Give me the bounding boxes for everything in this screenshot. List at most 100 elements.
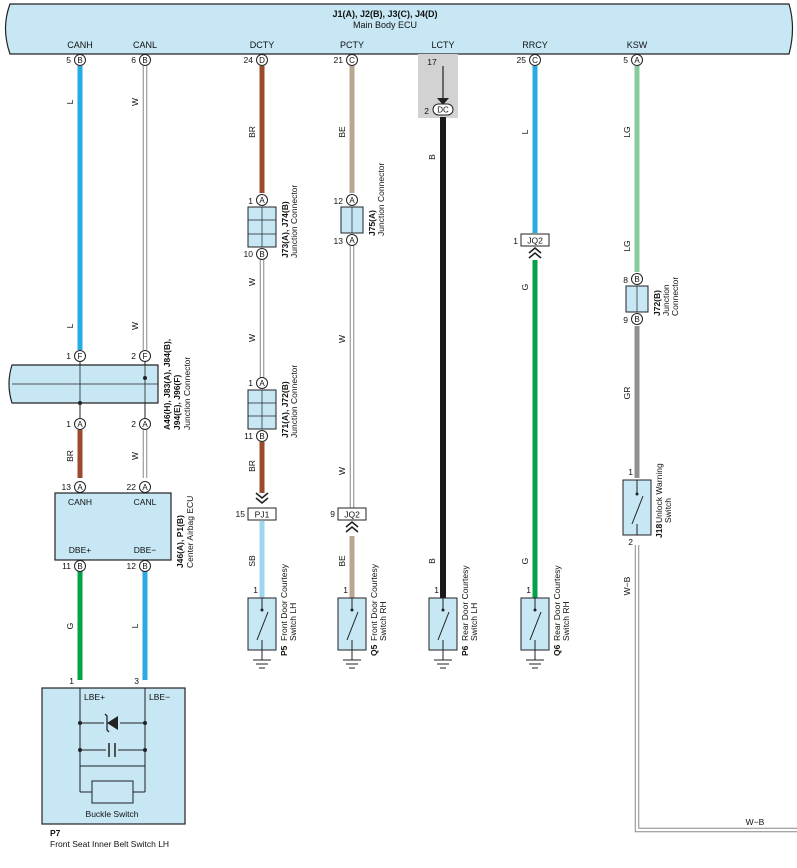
jc-big-pin-bot-h: 1 A — [66, 418, 86, 430]
connector-jq2-mid: 9 JQ2 — [330, 507, 367, 533]
wire-code-dben: L — [130, 623, 140, 628]
wire-code-dcty-3: W — [247, 334, 257, 342]
p6-name-2: Switch LH — [469, 603, 479, 641]
airbag-ecu-box — [54, 492, 172, 561]
signal-rrcy-label: RRCY — [522, 40, 548, 50]
wire-code-pcty-3: W — [337, 467, 347, 475]
pin-conn: D — [259, 56, 265, 65]
pin-number: 1 — [628, 467, 633, 477]
pin-number: 13 — [334, 236, 344, 246]
pin-number: 12 — [334, 196, 344, 206]
pin-number: 15 — [236, 509, 246, 519]
pin-dcty: 24 D — [244, 54, 268, 66]
wire-ksw-ground-core — [635, 545, 797, 832]
j72-name-2: Connector — [670, 277, 680, 316]
pin-pcty: 21 C — [334, 54, 358, 66]
j73-title: J73(A), J74(B) — [280, 201, 290, 258]
pin-canl: 6 B — [131, 54, 151, 66]
signal-canl-label: CANL — [133, 40, 157, 50]
pin-number: 9 — [623, 315, 628, 325]
pin-number: 1 — [513, 236, 518, 246]
switch-p6: 1 — [428, 585, 458, 669]
airbag-pin-dben: 12 B — [127, 560, 151, 572]
junction-connector-a46 — [8, 350, 159, 418]
pin-number: 1 — [248, 196, 253, 206]
wire-code-lcty-2: B — [427, 558, 437, 564]
pin-conn: A — [634, 56, 640, 65]
pin-canh: 5 B — [66, 54, 86, 66]
j71-name: Junction Connector — [289, 365, 299, 438]
pin-number: 1 — [69, 676, 74, 686]
q6-name: Rear Door Courtesy — [552, 565, 562, 641]
pin-lcty: 17 2 DC — [424, 57, 454, 116]
pin-number: 10 — [244, 249, 254, 259]
pin-conn: A — [77, 483, 83, 492]
connector-name: PJ1 — [255, 510, 270, 520]
pin-number: 1 — [253, 585, 258, 595]
jc-big-pin-top-l: 2 F — [131, 350, 151, 362]
pin-number: 1 — [343, 585, 348, 595]
pin-number: 1 — [66, 351, 71, 361]
wire-code-dcty-5: SB — [247, 555, 257, 567]
wire-code-canl-3: W — [130, 452, 140, 460]
pin-conn: A — [142, 483, 148, 492]
pin-conn: A — [259, 196, 265, 205]
connector-pj1: 15 PJ1 — [236, 492, 277, 521]
pin-conn: C — [349, 56, 355, 65]
switch-p5: 1 — [247, 585, 277, 669]
p7-code: P7 — [50, 828, 61, 838]
pin-number: 24 — [244, 55, 254, 65]
j73-pin-top: 1 A — [248, 194, 268, 206]
connector-name: JQ2 — [344, 510, 360, 520]
wire-ksw-ground — [634, 545, 797, 833]
pin-number: 17 — [427, 57, 437, 67]
jc-big-title: A46(H), J83(A), J84(B), — [162, 339, 172, 430]
wire-code-dcty-2: W — [247, 278, 257, 286]
pin-conn: A — [349, 196, 355, 205]
pin-conn: B — [77, 56, 82, 65]
pin-conn: B — [142, 56, 147, 65]
wire-code-dbep: G — [65, 623, 75, 630]
signal-dcty-label: DCTY — [250, 40, 275, 50]
pin-conn: B — [634, 275, 639, 284]
p5-code: P5 — [279, 645, 289, 656]
pin-number: 11 — [244, 431, 253, 441]
pin-number: 3 — [134, 676, 139, 686]
pin-number: 5 — [66, 55, 71, 65]
airbag-canl-label: CANL — [134, 497, 157, 507]
wire-code-lcty: B — [427, 154, 437, 160]
q6-code: Q6 — [552, 644, 562, 656]
q6-name-2: Switch RH — [561, 601, 571, 641]
wire-code-ksw-5: W−B — [746, 817, 765, 827]
pin-number: 21 — [334, 55, 344, 65]
wire-code-ksw-4: W−B — [622, 576, 632, 595]
pin-number: 13 — [62, 482, 72, 492]
pin-conn: C — [532, 56, 538, 65]
signal-lcty-label: LCTY — [431, 40, 454, 50]
pin-number: 1 — [248, 378, 253, 388]
pin-ksw: 5 A — [623, 54, 643, 66]
airbag-name: Center Airbag ECU — [185, 496, 195, 568]
pin-conn: B — [634, 315, 639, 324]
junction-connector-j71 — [247, 389, 277, 430]
pin-number: 6 — [131, 55, 136, 65]
ecu-title: J1(A), J2(B), J3(C), J4(D) — [332, 9, 437, 19]
wire-code-rrcy: L — [520, 129, 530, 134]
switch-q5: 1 — [337, 585, 367, 669]
switch-q6: 1 — [520, 585, 550, 669]
pin-conn: B — [77, 562, 82, 571]
j75-pin-top: 12 A — [334, 194, 358, 206]
pin-conn: F — [78, 352, 83, 361]
j71-pin-bot: 11 B — [244, 430, 268, 442]
ecu-name: Main Body ECU — [353, 20, 417, 30]
airbag-pin-dbep: 11 B — [62, 560, 86, 572]
j75-name: Junction Connector — [376, 163, 386, 236]
junction-connector-j72 — [625, 285, 649, 313]
j72-name: Junction — [661, 284, 671, 316]
wire-code-canl: W — [130, 98, 140, 106]
j18-name: Unlock Warning — [654, 463, 664, 523]
buckle-switch-label: Buckle Switch — [86, 809, 139, 819]
pin-number: 11 — [62, 561, 71, 571]
jc-big-pin-top-h: 1 F — [66, 350, 86, 362]
